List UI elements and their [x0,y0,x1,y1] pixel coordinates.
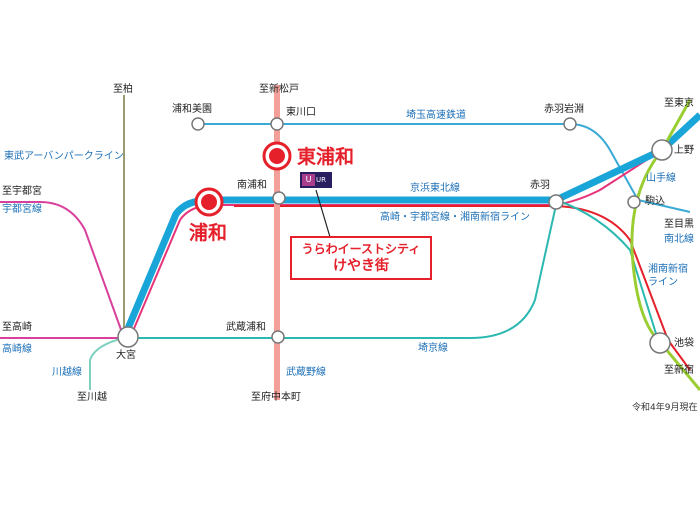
line-label-shonan-shinjuku-2: ライン [648,277,678,288]
utsunomiya-line [0,201,125,339]
line-label-takasaki-shonan: 高崎・宇都宮線・湘南新宿ライン [380,212,530,223]
kawagoe-line [89,337,125,390]
label-higashi-urawa: 東浦和 [297,146,355,168]
label-urawa: 浦和 [189,222,228,244]
date-note: 令和4年9月現在 [632,403,698,413]
direction-fuchu-hommachi: 至府中本町 [251,392,301,403]
station-urawa-misono [191,117,205,131]
station-higashi-kawaguchi [270,117,284,131]
station-ikebukuro [649,332,671,354]
direction-utsunomiya: 至宇都宮 [2,186,42,197]
namboku-line [637,199,691,213]
direction-kashiwa: 至柏 [113,84,133,95]
line-label-takasaki: 高崎線 [2,344,32,355]
label-higashi-kawaguchi: 東川口 [286,107,316,118]
line-label-shonan-shinjuku-1: 湘南新宿 [648,264,688,275]
akabane-ikebukuro-line [555,199,659,341]
line-label-saitama-rapid: 埼玉高速鉄道 [406,110,466,121]
shonan-shinjuku-line [234,205,691,371]
callout-pointer [315,189,331,238]
line-label-keihin-tohoku: 京浜東北線 [410,183,460,194]
direction-takasaki: 至高崎 [2,322,32,333]
line-label-saikyo: 埼京線 [418,343,448,354]
line-label-musashino: 武蔵野線 [286,367,326,378]
label-ikebukuro: 池袋 [674,338,694,349]
station-akabane [548,194,564,210]
line-label-utsunomiya: 宇都宮線 [2,204,42,215]
label-musashi-urawa: 武蔵浦和 [226,322,266,333]
station-omiya [117,326,139,348]
direction-meguro: 至目黒 [664,219,694,230]
direction-shin-matsudo: 至新松戸 [259,84,299,95]
direction-kawagoe: 至川越 [77,392,107,403]
ur-logo-mark: U [302,174,315,186]
ur-logo-text: UR [316,176,326,184]
line-label-nanboku: 南北線 [664,234,694,245]
label-akabane-iwabuchi: 赤羽岩淵 [544,104,584,115]
station-musashi-urawa [271,330,285,344]
label-minami-urawa: 南浦和 [237,180,267,191]
yamanote-line [630,99,700,391]
saikyo-line [124,204,557,339]
station-ueno [651,139,673,161]
station-minami-urawa [272,191,286,205]
station-komagome [627,195,641,209]
station-akabane-iwabuchi [563,117,577,131]
label-urawa-misono: 浦和美園 [172,104,212,115]
line-label-yamanote: 山手線 [646,173,676,184]
direction-tokyo: 至東京 [664,98,694,109]
label-omiya: 大宮 [116,350,136,361]
callout-line2: けやき街 [333,258,389,274]
label-akabane: 赤羽 [530,180,550,191]
direction-shinjuku: 至新宿 [664,365,694,376]
callout-line1: うらわイーストシティ [301,242,421,256]
callout-box: うらわイーストシティ けやき街 [290,236,432,280]
label-ueno: 上野 [674,145,694,156]
label-komagome: 駒込 [645,196,665,207]
line-label-tobu-urban-park: 東武アーバンパークライン [4,151,124,162]
line-label-kawagoe: 川越線 [52,367,82,378]
keihin-tohoku-line [120,112,700,340]
